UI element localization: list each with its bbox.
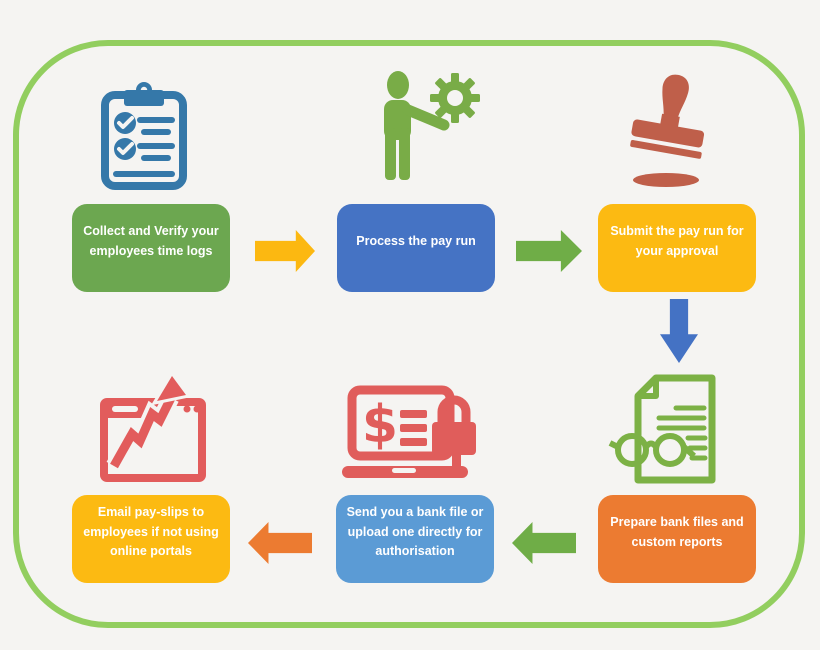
step-label-prepare-bank-files: Prepare bank files and custom reports [610,515,744,549]
step-box-process-payrun: Process the pay run [337,204,495,292]
step-label-send-bank-file: Send you a bank file or upload one direc… [346,505,484,559]
clipboard-checklist-icon [98,80,190,192]
rounded-frame-border [13,40,805,628]
step-label-collect-verify: Collect and Verify your employees time l… [83,224,219,258]
report-glasses-icon [602,370,762,492]
step-box-send-bank-file: Send you a bank file or upload one direc… [336,495,494,583]
step-label-submit-approval: Submit the pay run for your approval [610,224,744,258]
step-box-submit-approval: Submit the pay run for your approval [598,204,756,292]
step-box-email-payslips: Email pay-slips to employees if not usin… [72,495,230,583]
growth-chart-icon [92,374,208,486]
step-box-collect-verify: Collect and Verify your employees time l… [72,204,230,292]
approval-stamp-icon [616,70,720,190]
person-gear-icon [366,70,490,182]
dollar-glyph: $ [362,395,398,455]
step-label-email-payslips: Email pay-slips to employees if not usin… [83,505,219,559]
step-label-process-payrun: Process the pay run [356,233,476,248]
laptop-lock-icon: $ [340,382,490,482]
step-box-prepare-bank-files: Prepare bank files and custom reports [598,495,756,583]
